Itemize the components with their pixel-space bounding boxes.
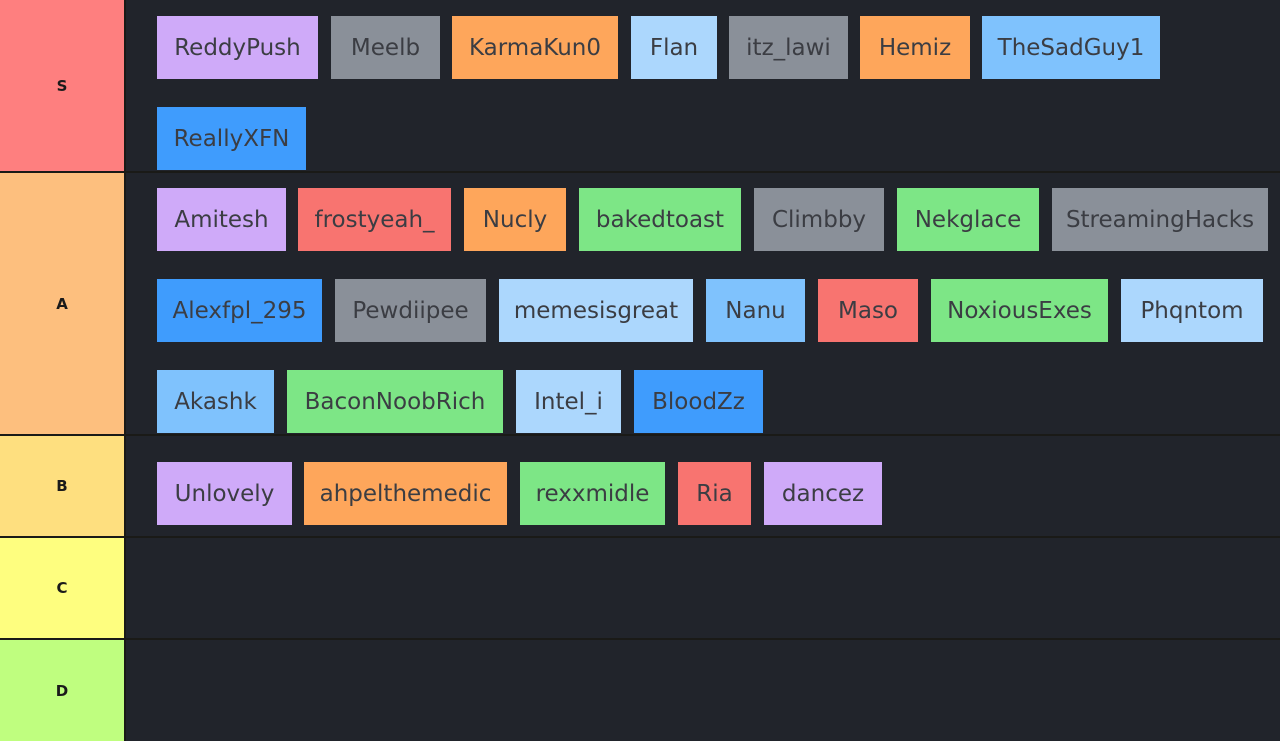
tier-item[interactable]: Phqntom [1121,279,1263,342]
tier-item[interactable]: StreamingHacks [1052,188,1268,251]
tier-item[interactable]: KarmaKun0 [452,16,618,79]
tier-item[interactable]: TheSadGuy1 [982,16,1160,79]
tier-row-a: A Amitesh frostyeah_ Nucly bakedtoast Cl… [0,173,1280,434]
tier-row-b: B Unlovely ahpelthemedic rexxmidle Ria d… [0,436,1280,536]
tier-item[interactable]: Nanu [706,279,805,342]
tier-item[interactable]: memesisgreat [499,279,693,342]
tier-item[interactable]: BaconNoobRich [287,370,503,433]
tier-item[interactable]: ReallyXFN [157,107,306,170]
tier-items-b[interactable]: Unlovely ahpelthemedic rexxmidle Ria dan… [126,436,1280,536]
tier-label-c[interactable]: C [0,538,124,638]
tier-item[interactable]: Nucly [464,188,566,251]
tier-label-a[interactable]: A [0,173,124,434]
tier-item[interactable]: Intel_i [516,370,621,433]
tier-item[interactable]: ReddyPush [157,16,318,79]
tier-items-s[interactable]: ReddyPush Meelb KarmaKun0 Flan itz_lawi … [126,0,1280,171]
tier-row-d: D [0,640,1280,741]
tier-item[interactable]: Maso [818,279,918,342]
tier-item[interactable]: NoxiousExes [931,279,1108,342]
tier-row-c: C [0,538,1280,638]
tier-items-d[interactable] [126,640,1280,741]
tier-label-s[interactable]: S [0,0,124,171]
tier-label-b[interactable]: B [0,436,124,536]
tier-item[interactable]: frostyeah_ [298,188,451,251]
tier-item[interactable]: Ria [678,462,751,525]
tier-label-d[interactable]: D [0,640,124,741]
tier-row-s: S ReddyPush Meelb KarmaKun0 Flan itz_law… [0,0,1280,171]
tier-item[interactable]: bakedtoast [579,188,741,251]
tier-item[interactable]: dancez [764,462,882,525]
tier-item[interactable]: rexxmidle [520,462,665,525]
tier-item[interactable]: ahpelthemedic [304,462,507,525]
tier-item[interactable]: Alexfpl_295 [157,279,322,342]
tier-item[interactable]: Climbby [754,188,884,251]
tier-item[interactable]: BloodZz [634,370,763,433]
tier-items-c[interactable] [126,538,1280,638]
tier-item[interactable]: Pewdiipee [335,279,486,342]
tier-item[interactable]: itz_lawi [729,16,848,79]
tier-item[interactable]: Hemiz [860,16,970,79]
tier-item[interactable]: Nekglace [897,188,1039,251]
tier-item[interactable]: Meelb [331,16,440,79]
tier-item[interactable]: Akashk [157,370,274,433]
tier-item[interactable]: Flan [631,16,717,79]
tier-item[interactable]: Amitesh [157,188,286,251]
tier-item[interactable]: Unlovely [157,462,292,525]
tier-items-a[interactable]: Amitesh frostyeah_ Nucly bakedtoast Clim… [126,173,1280,434]
